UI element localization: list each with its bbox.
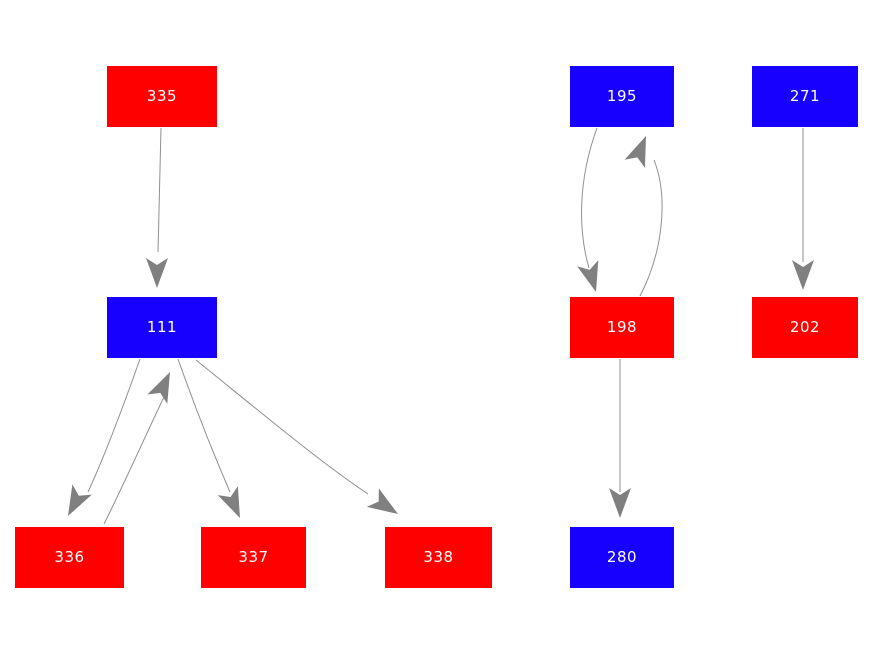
graph-node-338[interactable]: 338 — [385, 527, 492, 588]
graph-node-271[interactable]: 271 — [752, 66, 858, 127]
graph-node-337[interactable]: 337 — [201, 527, 306, 588]
arrowhead — [366, 488, 398, 514]
arrowhead — [609, 488, 631, 518]
graph-node-label: 195 — [606, 87, 638, 105]
graph-node-label: 198 — [606, 318, 638, 336]
graph-node-label: 337 — [238, 548, 269, 566]
graph-node-111[interactable]: 111 — [107, 297, 217, 358]
graph-node-label: 280 — [606, 548, 638, 566]
graph-node-336[interactable]: 336 — [15, 527, 124, 588]
arrowhead — [624, 136, 646, 168]
graph-node-198[interactable]: 198 — [570, 297, 674, 358]
graph-node-label: 271 — [789, 87, 821, 105]
arrowhead — [577, 260, 599, 292]
graph-edge — [624, 136, 663, 297]
graph-node-label: 111 — [146, 318, 178, 336]
graph-edge — [792, 128, 814, 290]
graph-edge — [195, 359, 398, 514]
graph-node-195[interactable]: 195 — [570, 66, 674, 127]
arrowhead — [68, 484, 92, 516]
graph-node-label: 335 — [146, 87, 178, 105]
graph-edge — [146, 127, 168, 288]
graph-node-label: 338 — [423, 548, 454, 566]
graph-edge — [177, 358, 240, 518]
graph-node-label: 202 — [789, 318, 821, 336]
graph-edge — [103, 372, 170, 525]
graph-node-280[interactable]: 280 — [570, 527, 674, 588]
graph-node-335[interactable]: 335 — [107, 66, 217, 127]
graph-edge — [609, 359, 631, 518]
graph-edge — [68, 358, 141, 516]
graph-node-label: 336 — [54, 548, 85, 566]
arrowhead — [147, 372, 170, 404]
arrowhead — [792, 260, 814, 290]
graph-node-202[interactable]: 202 — [752, 297, 858, 358]
arrowhead — [217, 486, 240, 518]
arrowhead — [146, 258, 168, 288]
graph-edge — [577, 127, 599, 292]
